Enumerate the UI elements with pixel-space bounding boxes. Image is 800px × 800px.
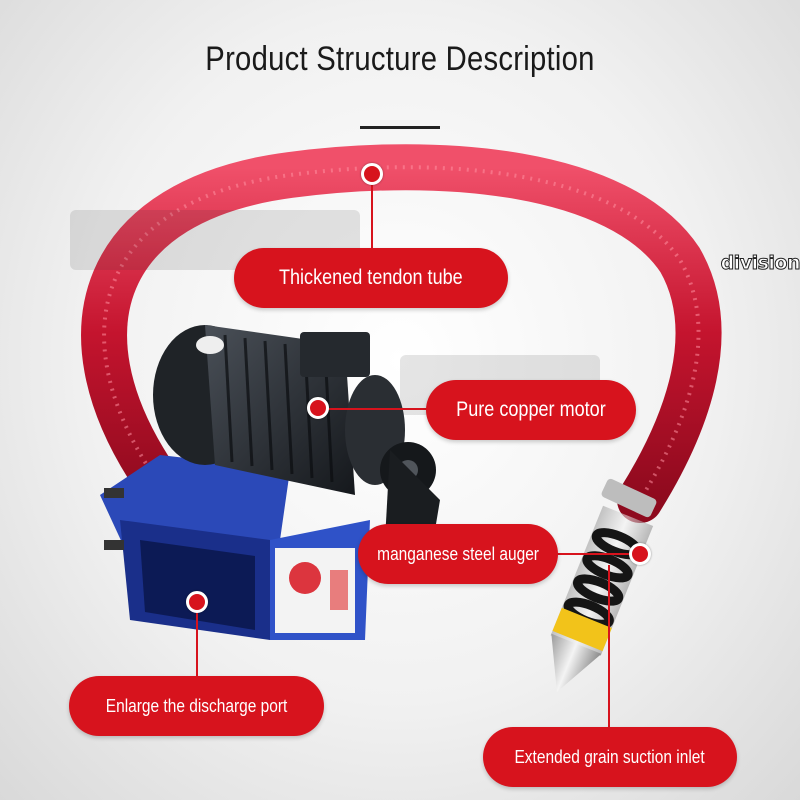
hotspot-tube[interactable] [361, 163, 383, 185]
label-extended-grain-suction-inlet: Extended grain suction inlet [483, 727, 737, 787]
hotspot-auger[interactable] [629, 543, 651, 565]
connector-tube [371, 178, 373, 248]
corner-watermark-text: division [720, 252, 800, 275]
label-pure-copper-motor: Pure copper motor [426, 380, 636, 440]
connector-auger [555, 553, 640, 555]
hotspot-discharge[interactable] [186, 591, 208, 613]
connector-discharge [196, 604, 198, 676]
label-manganese-steel-auger: manganese steel auger [358, 524, 558, 584]
connector-inlet [608, 565, 610, 727]
hotspot-motor[interactable] [307, 397, 329, 419]
discharge-hopper [100, 455, 370, 640]
label-thickened-tendon-tube: Thickened tendon tube [234, 248, 508, 308]
electric-motor [153, 325, 440, 560]
connector-motor [320, 408, 430, 410]
suction-inlet [550, 478, 657, 693]
label-enlarge-discharge-port: Enlarge the discharge port [69, 676, 324, 736]
flexible-tube [81, 144, 722, 523]
page-title: Product Structure Description [205, 40, 595, 78]
title-underline [360, 126, 440, 129]
